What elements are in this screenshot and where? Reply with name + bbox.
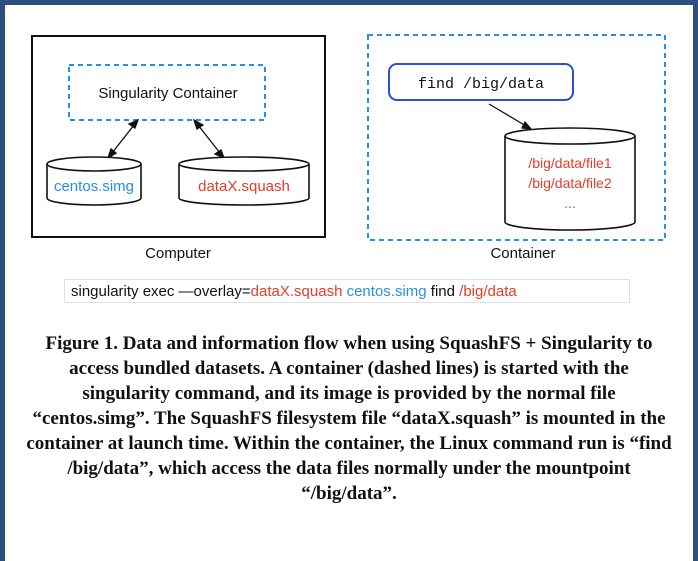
data-file-2: /big/data/file2 [528, 175, 611, 191]
arrow-datax [192, 118, 226, 160]
centos-cylinder [46, 156, 142, 206]
find-command-label: find /big/data [418, 76, 544, 93]
container-panel-label: Container [490, 245, 555, 262]
command-middle: find [426, 283, 460, 300]
diagram-canvas: Singularity Container centos.simg dataX.… [31, 34, 666, 262]
figure-caption: Figure 1. Data and information flow when… [26, 333, 672, 504]
computer-panel-label: Computer [145, 245, 211, 262]
arrow-centos [106, 118, 140, 160]
computer-panel [31, 35, 326, 238]
centos-cylinder-label: centos.simg [54, 178, 134, 195]
command-prefix: singularity exec —overlay= [71, 283, 251, 300]
arrow-find-to-data [488, 103, 533, 130]
command-line: singularity exec —overlay=dataX.squash c… [64, 279, 630, 303]
data-file-ellipsis: ... [564, 195, 576, 211]
datax-cylinder-label: dataX.squash [198, 178, 290, 195]
image-file: centos.simg [346, 283, 427, 300]
find-command-box [388, 63, 574, 101]
command-path: /big/data [459, 283, 517, 300]
container-panel [367, 34, 666, 241]
datax-cylinder [178, 156, 310, 206]
singularity-container-label: Singularity Container [98, 85, 237, 102]
overlay-file: dataX.squash [250, 283, 343, 300]
data-cylinder [504, 127, 636, 231]
data-file-1: /big/data/file1 [528, 155, 611, 171]
